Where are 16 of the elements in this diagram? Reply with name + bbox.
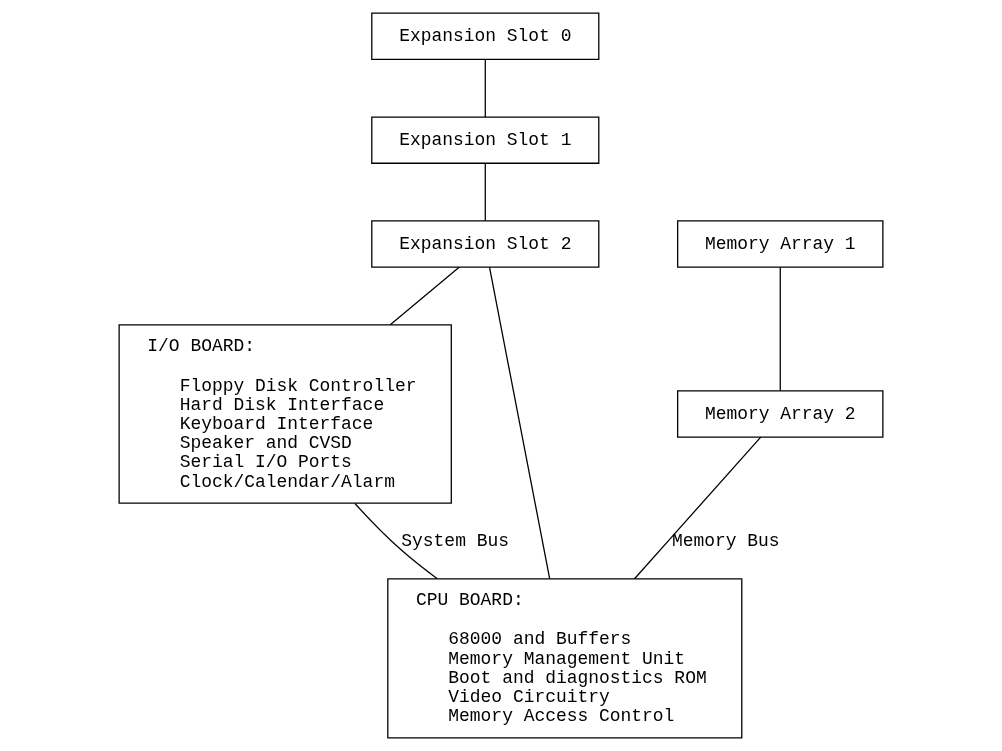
connector — [484, 162, 486, 222]
node-box: Memory Array 2 — [677, 390, 884, 438]
node-box: Expansion Slot 2 — [371, 220, 600, 268]
connector — [633, 436, 762, 580]
node-box: CPU BOARD: 68000 and Buffers Memory Management Unit Boot and diagnostics ROM Video Circuitry Memory Access Control — [387, 578, 743, 739]
connector — [389, 266, 460, 326]
connector — [484, 58, 486, 118]
node-box: Memory Array 1 — [677, 220, 884, 268]
node-box: Expansion Slot 0 — [371, 12, 600, 60]
connector — [354, 502, 438, 580]
edge-label: System Bus — [401, 530, 509, 551]
node-box: I/O BOARD: Floppy Disk Controller Hard Disk Interface Keyboard Interface Speaker and CVSD Serial I/O Ports Clock/Calendar/Alarm — [118, 324, 452, 504]
edge-label: Memory Bus — [671, 530, 780, 551]
node-box: Expansion Slot 1 — [371, 116, 600, 164]
connector — [779, 266, 781, 392]
connector — [488, 266, 551, 580]
